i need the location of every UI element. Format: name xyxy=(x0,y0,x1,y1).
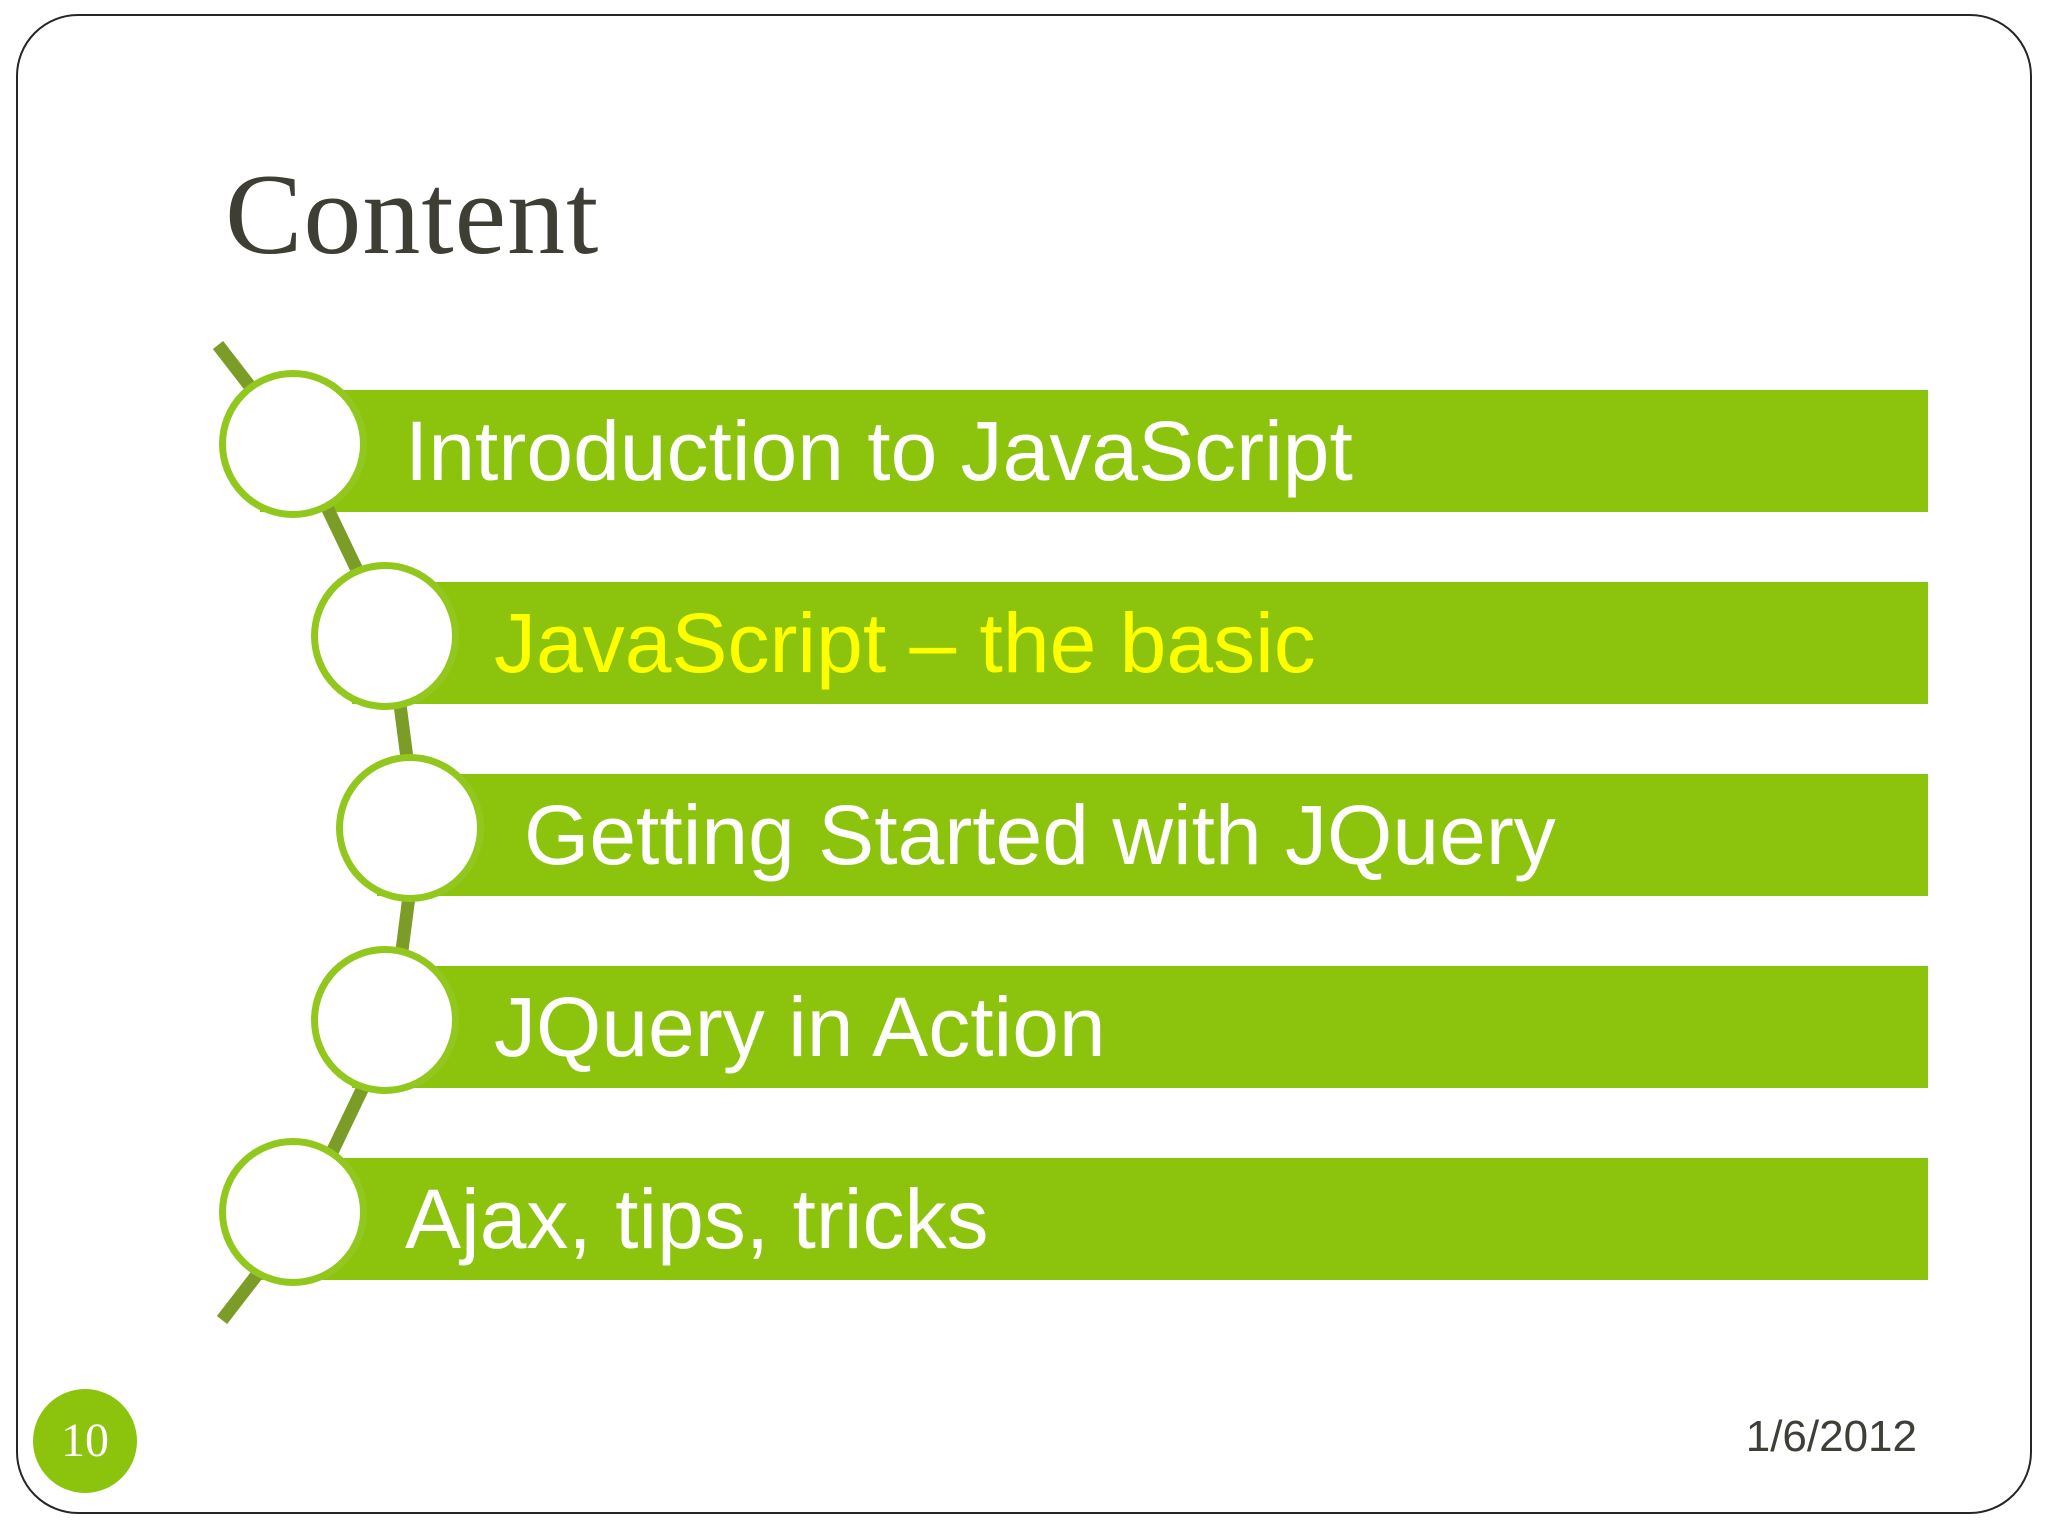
toc-item-label-5: Ajax, tips, tricks xyxy=(405,1172,989,1266)
toc-item-label-3: Getting Started with JQuery xyxy=(524,788,1556,882)
toc-bar-3: Getting Started with JQuery xyxy=(377,774,1928,896)
slide-title: Content xyxy=(225,151,600,279)
connector-node-5 xyxy=(219,1138,367,1286)
connector-node-1 xyxy=(219,370,367,518)
toc-item-label-1: Introduction to JavaScript xyxy=(405,404,1353,498)
connector-node-3 xyxy=(336,754,484,902)
page-number: 10 xyxy=(61,1414,109,1467)
toc-item-label-2: JavaScript – the basic xyxy=(494,596,1316,690)
connector-node-2 xyxy=(311,562,459,710)
toc-bar-1: Introduction to JavaScript xyxy=(260,390,1928,512)
toc-bar-2: JavaScript – the basic xyxy=(352,582,1928,704)
toc-bar-4: JQuery in Action xyxy=(352,966,1928,1088)
toc-bar-5: Ajax, tips, tricks xyxy=(260,1158,1928,1280)
page-number-badge: 10 xyxy=(33,1389,137,1493)
connector-node-4 xyxy=(311,946,459,1094)
toc-item-label-4: JQuery in Action xyxy=(494,980,1106,1074)
slide-date: 1/6/2012 xyxy=(1745,1412,1917,1461)
